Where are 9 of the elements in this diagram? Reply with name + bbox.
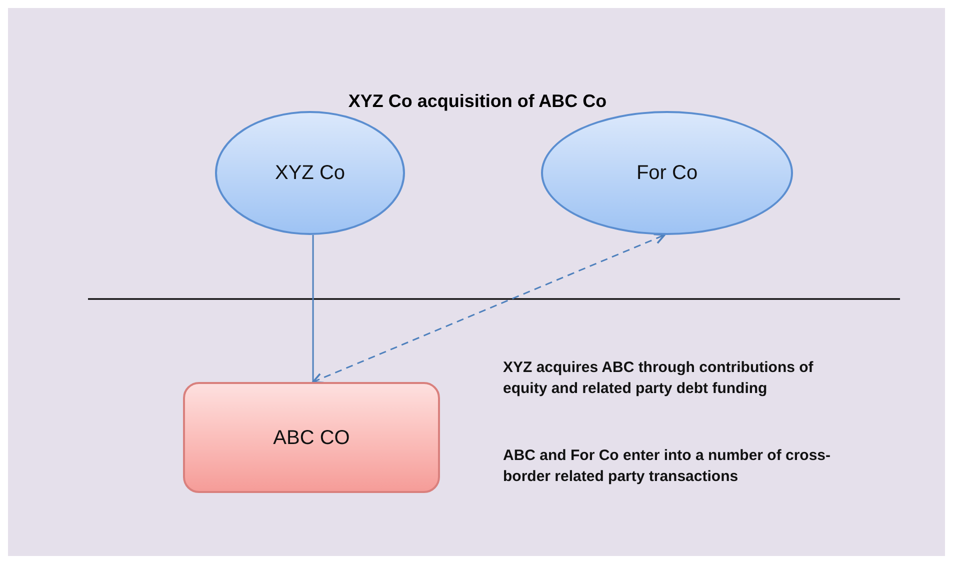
- note-text: ABC and For Co enter into a number of cross-border related party transactions: [503, 446, 832, 487]
- note-text: XYZ acquires ABC through contributions of equity and related party debt funding: [503, 358, 814, 399]
- connector-line: [312, 235, 314, 382]
- node-label: ABC CO: [273, 426, 350, 450]
- node-label: For Co: [636, 161, 698, 186]
- arrow: [312, 233, 666, 384]
- entity-box: [183, 382, 440, 493]
- node-label: XYZ Co: [274, 161, 346, 186]
- title: XYZ Co acquisition of ABC Co: [347, 90, 608, 113]
